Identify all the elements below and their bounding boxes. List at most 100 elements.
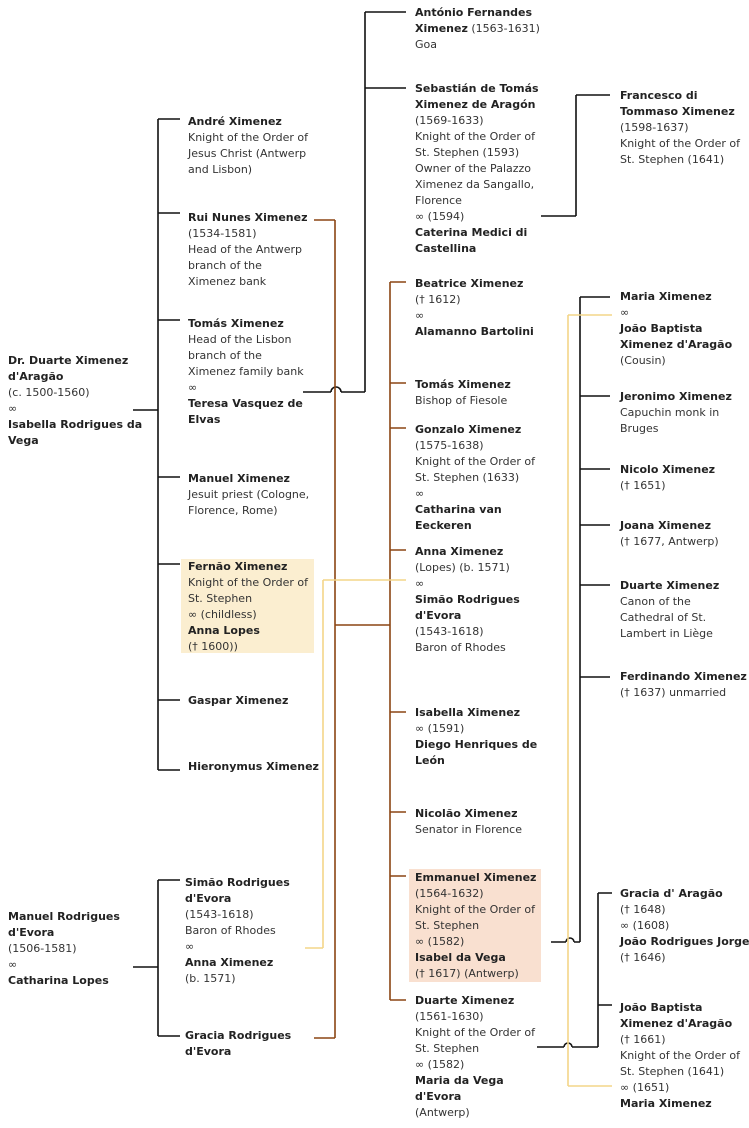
person-detail: St. Stephen (415, 1042, 480, 1055)
person-detail: ∞ (childless) (188, 608, 257, 621)
person-detail: († 1661) (620, 1033, 666, 1046)
person-line: Knight of the Order of (415, 129, 539, 145)
person-gracia-aragao: Gracia d' Aragão(† 1648)∞ (1608)João Rod… (620, 886, 749, 966)
person-line: Baron of Rhodes (185, 923, 290, 939)
person-detail: Head of the Lisbon (188, 333, 292, 346)
person-line: d'Evora (185, 891, 290, 907)
person-line: João Baptista (620, 321, 732, 337)
person-emmanuel: Emmanuel Ximenez(1564-1632)Knight of the… (415, 870, 536, 982)
person-line: St. Stephen (1633) (415, 470, 535, 486)
person-detail: and Lisbon) (188, 163, 253, 176)
person-name: d'Evora (8, 926, 55, 939)
person-detail: Bruges (620, 422, 659, 435)
person-name: Rui Nunes Ximenez (188, 211, 308, 224)
person-line: Jesus Christ (Antwerp (188, 146, 308, 162)
person-line: Canon of the (620, 594, 719, 610)
person-name: Teresa Vasquez de (188, 397, 303, 410)
person-name: Maria Ximenez (620, 290, 712, 303)
person-detail: († 1648) (620, 903, 666, 916)
person-detail: St. Stephen (1641) (620, 1065, 725, 1078)
fernao-highlight (181, 559, 314, 653)
person-line: ∞ (8, 957, 120, 973)
person-name: Joana Ximenez (620, 519, 712, 532)
person-line: Duarte Ximenez (620, 578, 719, 594)
person-detail: (1564-1632) (415, 887, 484, 900)
connector-maria-joao (567, 314, 612, 1087)
person-line: Nicolão Ximenez (415, 806, 522, 822)
person-name: Manuel Ximenez (188, 472, 290, 485)
person-detail: (Cousin) (620, 354, 666, 367)
person-ferdinando: Ferdinando Ximenez(† 1637) unmarried (620, 669, 747, 701)
person-line: Knight of the Order of (415, 454, 535, 470)
person-line: Cathedral of St. (620, 610, 719, 626)
person-line: ∞ (1608) (620, 918, 749, 934)
person-name: d'Evora (415, 1090, 462, 1103)
person-line: branch of the (188, 258, 307, 274)
person-name: Isabella Ximenez (415, 706, 521, 719)
person-line: ∞ (620, 305, 732, 321)
person-detail: Knight of the Order of (415, 1026, 536, 1039)
person-rui: Rui Nunes Ximenez(1534-1581)Head of the … (188, 210, 307, 290)
person-name: Duarte Ximenez (415, 994, 515, 1007)
person-line: Beatrice Ximenez (415, 276, 534, 292)
person-name: Dr. Duarte Ximenez (8, 354, 129, 367)
person-detail: († 1612) (415, 293, 461, 306)
person-name: Anna Ximenez (185, 956, 274, 969)
person-name: Simão Rodrigues (415, 593, 520, 606)
person-detail: branch of the (188, 349, 262, 362)
person-name: Castellina (415, 242, 477, 255)
person-line: ∞ (1651) (620, 1080, 740, 1096)
person-line: Maria Ximenez (620, 1096, 740, 1112)
person-name: Francesco di (620, 89, 698, 102)
connector-sebastian-children (541, 94, 610, 217)
person-line: Florence, Rome) (188, 503, 309, 519)
person-line: Eeckeren (415, 518, 535, 534)
person-name: Gonzalo Ximenez (415, 423, 522, 436)
person-line: ∞ (415, 486, 535, 502)
person-line: Nicolo Ximenez (620, 462, 715, 478)
person-line: Ximenez d'Aragão (620, 337, 732, 353)
person-line: Ferdinando Ximenez (620, 669, 747, 685)
person-line: Ximenez d'Aragão (620, 1016, 740, 1032)
person-line: Ximenez bank (188, 274, 307, 290)
person-line: (1543-1618) (185, 907, 290, 923)
person-name: Ferdinando Ximenez (620, 670, 747, 683)
person-detail: ∞ (415, 577, 425, 590)
person-detail: (1575-1638) (415, 439, 484, 452)
person-joana: Joana Ximenez († 1677, Antwerp) (620, 518, 719, 550)
person-line: ∞ (1594) (415, 209, 539, 225)
person-duarte-jr: Duarte Ximenez(1561-1630)Knight of the O… (415, 993, 535, 1121)
person-line: Elvas (188, 412, 304, 428)
person-detail: Lambert in Liège (620, 627, 713, 640)
person-line: (1598-1637) (620, 120, 740, 136)
person-line: († 1617) (Antwerp) (415, 966, 536, 982)
person-detail: Baron of Rhodes (185, 924, 276, 937)
person-detail: († 1617) (Antwerp) (415, 967, 519, 980)
person-detail: Senator in Florence (415, 823, 522, 836)
person-line: (1543-1618) (415, 624, 520, 640)
person-line: Gracia Rodrigues (185, 1028, 291, 1044)
person-line: (Lopes) (b. 1571) (415, 560, 520, 576)
person-name: Tomás Ximenez (415, 378, 511, 391)
person-detail: (c. 1500-1560) (8, 386, 90, 399)
person-name: Isabella Rodrigues da (8, 418, 143, 431)
person-line: João Baptista (620, 1000, 740, 1016)
person-line: Teresa Vasquez de (188, 396, 304, 412)
person-name: Gracia Rodrigues (185, 1029, 292, 1042)
person-detail: St. Stephen (1593) (415, 146, 520, 159)
person-detail: Florence, Rome) (188, 504, 278, 517)
person-name: Nicolo Ximenez (620, 463, 716, 476)
person-line: Gracia d' Aragão (620, 886, 749, 902)
person-line: Jesuit priest (Cologne, (188, 487, 309, 503)
person-line: Sebastián de Tomás (415, 81, 539, 97)
person-name: d'Evora (185, 892, 232, 905)
person-detail: († 1677, Antwerp) (620, 535, 719, 548)
person-line: Gaspar Ximenez (188, 693, 288, 709)
